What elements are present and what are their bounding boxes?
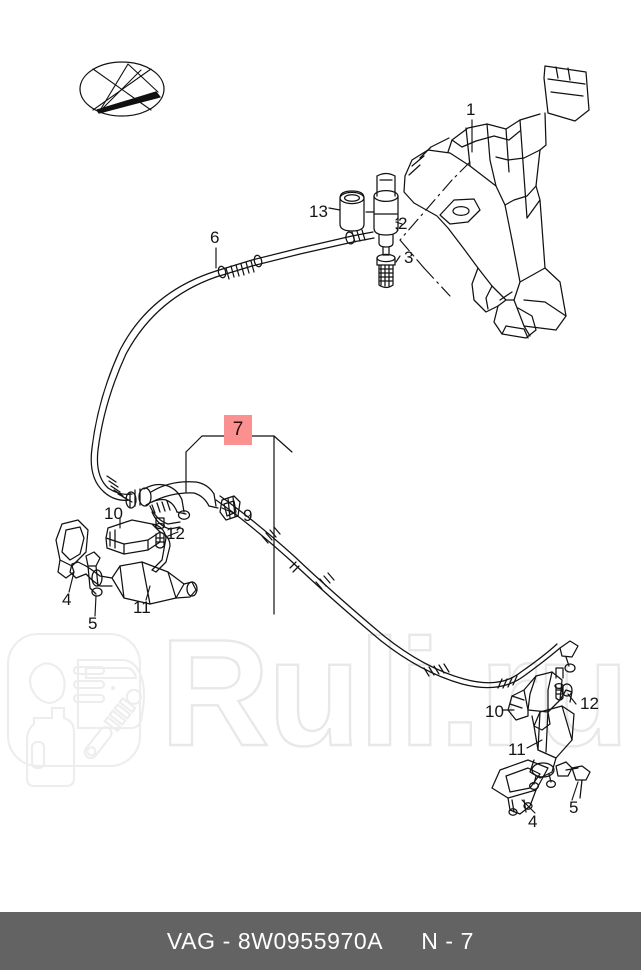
- hose-to-right-nozzle: [215, 495, 579, 689]
- part-label: 6: [210, 228, 220, 247]
- part-label: 10: [104, 504, 123, 523]
- part-label: 1: [466, 100, 476, 119]
- parts-diagram-canvas: Ruli.ru: [6, 61, 631, 831]
- part-label: 5: [569, 798, 579, 817]
- highlighted-callout-7[interactable]: 7: [224, 415, 252, 445]
- hose-tee-distributor: [125, 481, 219, 530]
- part-label: 4: [528, 812, 538, 831]
- leader-lines: [68, 119, 579, 814]
- part-label: 11: [133, 598, 151, 617]
- part-label: 13: [309, 202, 328, 221]
- washer-fluid-reservoir: [403, 65, 590, 339]
- part-label: 5: [88, 614, 98, 633]
- wiper-sweep-symbol: [79, 61, 165, 117]
- part-label: 3: [404, 248, 414, 267]
- part-label: 11: [508, 740, 526, 759]
- right-headlight-washer-assembly: [491, 667, 591, 816]
- callout-bracket-7: [185, 435, 293, 615]
- part-label: 4: [62, 590, 72, 609]
- part-label: 9: [243, 506, 253, 525]
- part-label: 2: [398, 214, 408, 233]
- footer-bar: VAG - 8W0955970A N - 7: [0, 912, 641, 970]
- part-label: 10: [485, 702, 504, 721]
- callout-number: 7: [232, 419, 244, 440]
- footer-page-reference: N - 7: [421, 927, 475, 954]
- footer-part-number: VAG - 8W0955970A: [166, 927, 384, 954]
- washer-pump-assembly: [339, 172, 399, 289]
- left-headlight-washer-assembly: [55, 495, 241, 605]
- technical-line-drawing: [55, 61, 591, 816]
- washer-supply-hose: [90, 229, 375, 503]
- part-label: 12: [580, 694, 599, 713]
- part-label: 12: [166, 524, 185, 543]
